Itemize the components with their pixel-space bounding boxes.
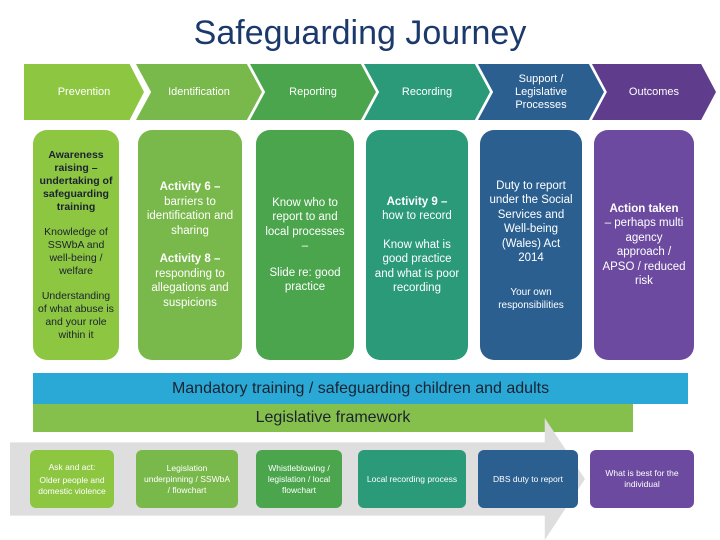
bottom-text: Local recording process [366,473,458,484]
stage-recording: Recording [364,64,490,120]
stage-label: Support / Legislative Processes [515,72,567,111]
stage-identification: Identification [136,64,262,120]
stage-label: Prevention [57,85,111,98]
column-identification: Activity 6 – barriers to identification … [138,130,242,360]
bottom-box-dbs: DBS duty to report [478,450,578,508]
bottom-text: Legislation underpinning / SSWbA / flowc… [144,462,230,495]
bottom-box-legislation: Legislation underpinning / SSWbA / flowc… [136,450,238,508]
activity-text: responding to allegations and suspicions [151,267,229,309]
reporting-item: Slide re: good practice [269,266,341,294]
activity-text: how to record [382,210,452,222]
activity-title: Activity 8 – [159,253,221,265]
stage-prevention: Prevention [24,64,144,120]
recording-item: Know what is good practice and what is p… [374,238,460,295]
stage-reporting: Reporting [250,64,376,120]
stage-label: Recording [401,85,453,98]
bottom-text: Whistleblowing / legislation / local flo… [267,462,331,495]
bottom-box-ask-and-act: Ask and act: Older people and domestic v… [30,450,114,508]
activity-text: barriers to identification and sharing [146,195,234,237]
bottom-box-best-for-individual: What is best for the individual [590,450,694,508]
activity-title: Activity 6 – [159,181,221,193]
stage-label: Identification [168,85,230,98]
stage-label: Reporting [289,85,337,98]
support-item: Your own responsibilities [498,286,564,311]
legislative-framework-band: Legislative framework [33,404,633,432]
activity-title: Activity 9 – [386,195,448,208]
stage-support: Support / Legislative Processes [478,64,604,120]
column-support: Duty to report under the Social Services… [480,130,582,360]
bottom-box-recording: Local recording process [358,450,466,508]
column-recording: Activity 9 – how to record Know what is … [366,130,468,360]
prevention-item: Understanding of what abuse is and your … [38,289,114,341]
bottom-text: DBS duty to report [493,473,563,484]
page-title: Safeguarding Journey [193,14,527,52]
activity-9: Activity 9 – how to record [382,195,452,224]
outcome-title: Action taken [609,202,679,215]
bottom-box-whistleblowing: Whistleblowing / legislation / local flo… [256,450,342,508]
prevention-item: Knowledge of SSWbA and well-being / welf… [44,225,108,277]
stage-outcomes: Outcomes [592,64,716,120]
prevention-item: Awareness raising – undertaking of safeg… [39,148,113,213]
bottom-text: Ask and act: [48,461,96,472]
activity-6: Activity 6 – barriers to identification … [146,180,234,238]
stage-label: Outcomes [628,85,680,98]
reporting-item: Know who to report to and local processe… [265,196,345,253]
bottom-text: What is best for the individual [605,468,679,489]
support-item: Duty to report under the Social Services… [489,179,573,265]
outcome-text: – perhaps multi agency approach / APSO /… [602,217,686,287]
column-reporting: Know who to report to and local processe… [256,130,354,360]
activity-8: Activity 8 – responding to allegations a… [146,252,234,310]
bottom-text: Older people and domestic violence [38,474,106,496]
column-outcomes: Action taken – perhaps multi agency appr… [594,130,694,360]
column-prevention: Awareness raising – undertaking of safeg… [33,130,119,360]
mandatory-training-band: Mandatory training / safeguarding childr… [33,373,688,404]
